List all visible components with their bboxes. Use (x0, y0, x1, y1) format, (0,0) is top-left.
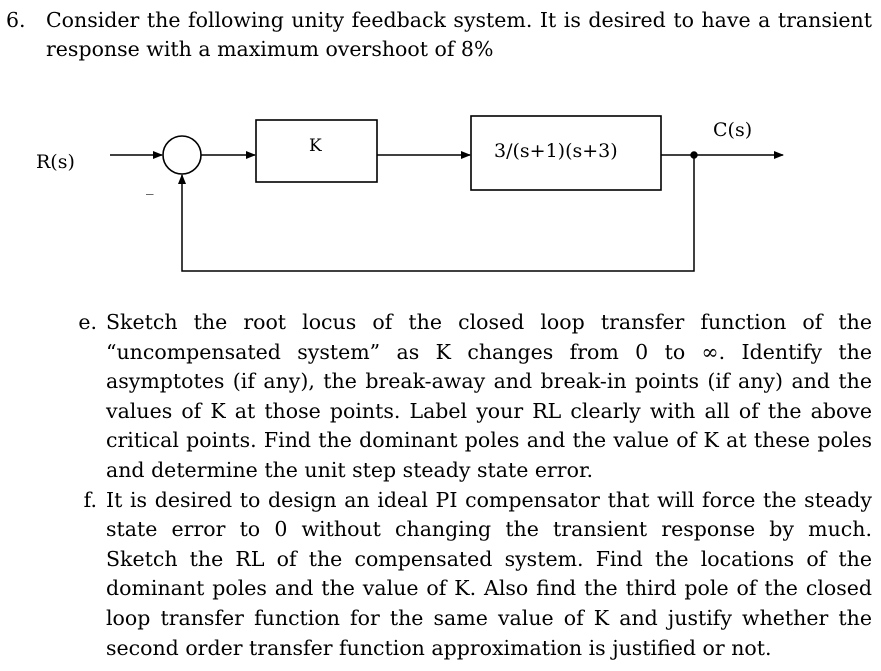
question-text: Consider the following unity feedback sy… (46, 8, 872, 61)
plant-block-label: 3/(s+1)(s+3) (494, 140, 618, 162)
plant-block (470, 115, 662, 191)
feedback-path (178, 155, 695, 272)
part-e: e. Sketch the root locus of the closed l… (0, 308, 872, 486)
part-f-text: It is desired to design an ideal PI comp… (106, 487, 872, 660)
input-label: R(s) (36, 151, 75, 173)
question-row: 6. Consider the following unity feedback… (0, 6, 872, 64)
block-diagram-svg (110, 115, 784, 272)
feedback-sign: _ (146, 177, 154, 195)
summing-junction (162, 135, 202, 175)
question-6: 6. Consider the following unity feedback… (0, 6, 872, 64)
part-e-letter: e. (78, 310, 97, 334)
output-label: C(s) (713, 119, 753, 141)
gain-block (255, 119, 378, 183)
question-number: 6. (6, 8, 26, 32)
block-diagram: R(s) C(s) K 3/(s+1)(s+3) _ (0, 95, 881, 290)
part-f-letter: f. (83, 487, 97, 512)
part-f: f. It is desired to design an ideal PI c… (0, 486, 872, 664)
gain-block-label: K (309, 136, 322, 156)
part-e-text: Sketch the root locus of the closed loop… (106, 310, 872, 482)
sub-questions: e. Sketch the root locus of the closed l… (0, 308, 872, 663)
